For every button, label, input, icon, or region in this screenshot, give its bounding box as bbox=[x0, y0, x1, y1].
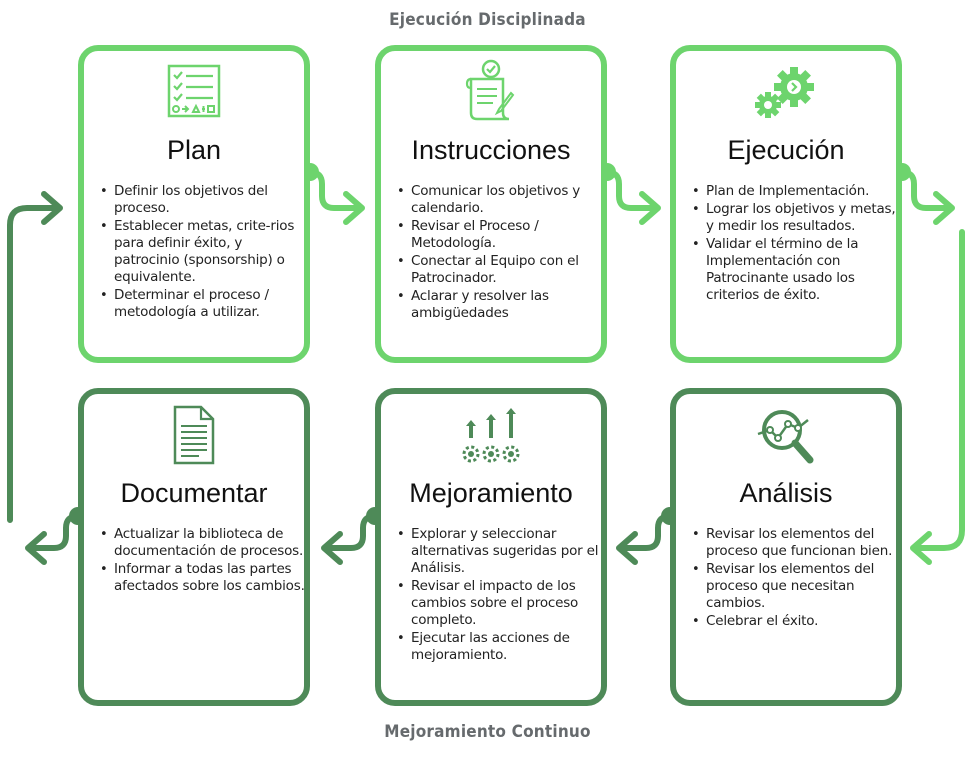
gears-icon bbox=[755, 67, 814, 118]
list-item: Explorar y seleccionar alternativas suge… bbox=[397, 526, 602, 577]
list-item: Plan de Implementación. bbox=[692, 183, 897, 200]
card-ejecucion: Ejecución Plan de Implementación. Lograr… bbox=[670, 45, 902, 363]
list-item: Informar a todas las partes afectados so… bbox=[100, 561, 305, 595]
connector-analisis-mejoramiento bbox=[616, 513, 673, 565]
list-item: Actualizar la biblioteca de documentació… bbox=[100, 526, 305, 560]
list-item: Establecer metas, crite-rios para defini… bbox=[100, 218, 305, 286]
list-item: Validar el término de la Implementación … bbox=[692, 236, 897, 304]
card-title: Documentar bbox=[120, 478, 268, 508]
bullet-list: Actualizar la biblioteca de documentació… bbox=[100, 526, 305, 596]
card-analisis: Análisis Revisar los elementos del proce… bbox=[670, 388, 902, 706]
scroll-checkmark-icon bbox=[465, 59, 515, 121]
list-item: Revisar el impacto de los cambios sobre … bbox=[397, 578, 602, 629]
list-item: Definir los objetivos del proceso. bbox=[100, 183, 305, 217]
connector-documentar-plan bbox=[7, 191, 81, 565]
bullet-list: Comunicar los objetivos y calendario. Re… bbox=[397, 183, 602, 323]
bottom-title: Mejoramiento Continuo bbox=[384, 722, 591, 742]
connector-instrucciones-ejecucion bbox=[604, 169, 661, 225]
list-item: Celebrar el éxito. bbox=[692, 613, 897, 630]
card-title: Mejoramiento bbox=[409, 478, 573, 508]
connector-mejoramiento-documentar bbox=[321, 513, 378, 565]
connector-plan-instrucciones bbox=[307, 169, 365, 225]
list-item: Determinar el proceso / metodología a ut… bbox=[100, 287, 305, 321]
list-item: Revisar el Proceso / Metodología. bbox=[397, 218, 602, 252]
bullet-list: Plan de Implementación. Lograr los objet… bbox=[692, 183, 897, 305]
card-title: Ejecución bbox=[727, 135, 845, 165]
bullet-list: Definir los objetivos del proceso. Estab… bbox=[100, 183, 305, 322]
card-instrucciones: Instrucciones Comunicar los objetivos y … bbox=[375, 45, 607, 363]
bullet-list: Explorar y seleccionar alternativas suge… bbox=[397, 526, 602, 665]
list-item: Revisar los elementos del proceso que fu… bbox=[692, 526, 897, 560]
arrows-up-gears-icon bbox=[462, 408, 520, 463]
card-title: Instrucciones bbox=[411, 135, 571, 165]
list-item: Comunicar los objetivos y calendario. bbox=[397, 183, 602, 217]
list-item: Conectar al Equipo con el Patrocinador. bbox=[397, 253, 602, 287]
card-documentar: Documentar Actualizar la biblioteca de d… bbox=[78, 388, 310, 706]
list-item: Revisar los elementos del proceso que ne… bbox=[692, 561, 897, 612]
checklist-icon bbox=[167, 64, 221, 118]
magnifier-chart-icon bbox=[757, 410, 814, 464]
card-plan: Plan Definir los objetivos del proceso. … bbox=[78, 45, 310, 363]
top-title: Ejecución Disciplinada bbox=[389, 10, 586, 30]
list-item: Ejecutar las acciones de mejoramiento. bbox=[397, 630, 602, 664]
bullet-list: Revisar los elementos del proceso que fu… bbox=[692, 526, 897, 631]
list-item: Lograr los objetivos y metas, y medir lo… bbox=[692, 201, 897, 235]
card-mejoramiento: Mejoramiento Explorar y seleccionar alte… bbox=[375, 388, 607, 706]
connector-ejecucion-analisis bbox=[899, 169, 965, 565]
card-title: Análisis bbox=[739, 478, 833, 508]
list-item: Aclarar y resolver las ambigüedades bbox=[397, 288, 602, 322]
document-icon bbox=[173, 405, 215, 465]
card-title: Plan bbox=[166, 135, 222, 165]
